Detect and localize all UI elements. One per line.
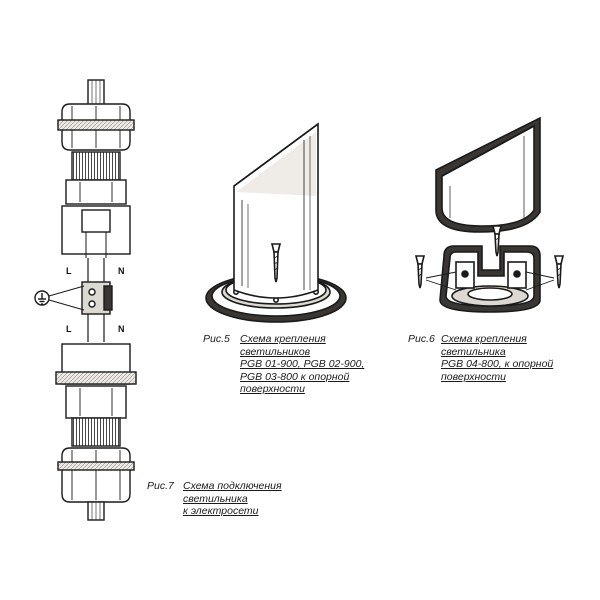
caption-line: светильников — [240, 345, 311, 358]
fig5-screw — [270, 243, 282, 283]
figure-5-label: Рис.5 — [203, 333, 230, 345]
connector-drawing — [34, 79, 137, 521]
fig6-bolt-left — [414, 255, 426, 289]
ground-symbol — [34, 285, 85, 311]
top-gland-nut — [57, 103, 135, 151]
cable-bottom — [87, 501, 105, 521]
caption-line: Схема крепления — [240, 333, 326, 345]
fig6-bolt-right — [553, 255, 565, 289]
caption-line: светильника — [183, 492, 248, 505]
caption-line: светильника — [441, 345, 506, 358]
caption-line: к электросети — [183, 505, 259, 517]
wire-label-l-bottom: L — [66, 324, 72, 334]
caption-line: PGB 01-900, PGB 02-900, — [240, 358, 365, 370]
figure-5-caption-text: Схема крепления светильников PGB 01-900,… — [240, 333, 364, 396]
upper-thread — [65, 151, 127, 205]
figure-7-label: Рис.7 — [147, 480, 174, 492]
fig6-bolt-center — [491, 225, 503, 257]
wire-label-n-top: N — [118, 266, 125, 276]
terminal-block — [81, 281, 113, 315]
lower-thread — [71, 417, 121, 447]
bottom-gland-nut — [57, 447, 135, 503]
caption-line: Схема подключения — [183, 480, 282, 492]
figure-7-caption-text: Схема подключения светильника к электрос… — [183, 480, 282, 518]
figure-6-caption-text: Схема крепления светильника PGB 04-800, … — [441, 333, 553, 383]
fig6-drawing — [414, 116, 565, 313]
wire-label-l-top: L — [66, 266, 72, 276]
caption-line: поверхности — [441, 370, 506, 383]
lower-housing — [55, 343, 137, 419]
upper-housing — [61, 205, 131, 258]
caption-line: Схема крепления — [441, 333, 527, 345]
caption-line: PGB 03-800 к опорной — [240, 370, 350, 383]
caption-line: поверхности — [240, 383, 305, 395]
inner-wires — [87, 258, 105, 342]
wire-label-n-bottom: N — [118, 324, 125, 334]
caption-line: PGB 04-800, к опорной — [441, 358, 554, 370]
fig5-drawing — [205, 122, 347, 323]
figure-6-label: Рис.6 — [408, 333, 435, 345]
